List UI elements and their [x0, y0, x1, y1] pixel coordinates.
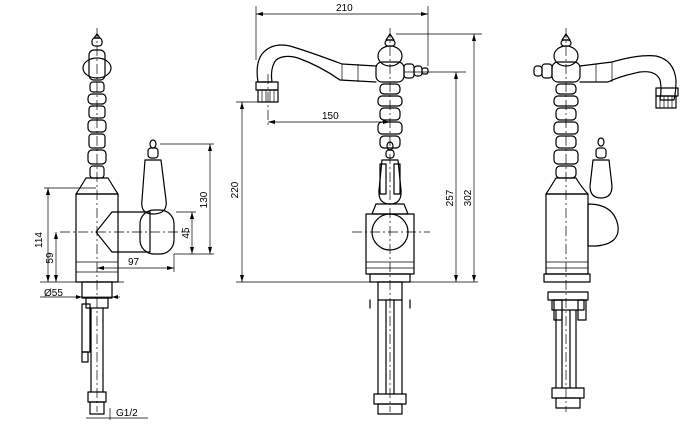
dim-45: 45	[181, 227, 192, 239]
dim-97: 97	[128, 257, 140, 268]
dim-210: 210	[336, 3, 353, 14]
dim-59: 59	[45, 252, 56, 264]
dim-150: 150	[322, 111, 339, 122]
dim-220: 220	[230, 181, 241, 198]
dim-114: 114	[34, 232, 45, 248]
dim-thread-g12: G1/2	[116, 408, 138, 419]
rear-side-view	[533, 28, 679, 412]
dim-diameter-55: Ø55	[44, 288, 63, 299]
dim-302: 302	[463, 189, 474, 206]
dim-130: 130	[199, 191, 210, 208]
dim-257: 257	[445, 189, 456, 206]
front-view: 210 150 220 257 302	[230, 3, 482, 415]
side-view: 114 59 Ø55 130 45 97 G1/	[34, 28, 214, 420]
